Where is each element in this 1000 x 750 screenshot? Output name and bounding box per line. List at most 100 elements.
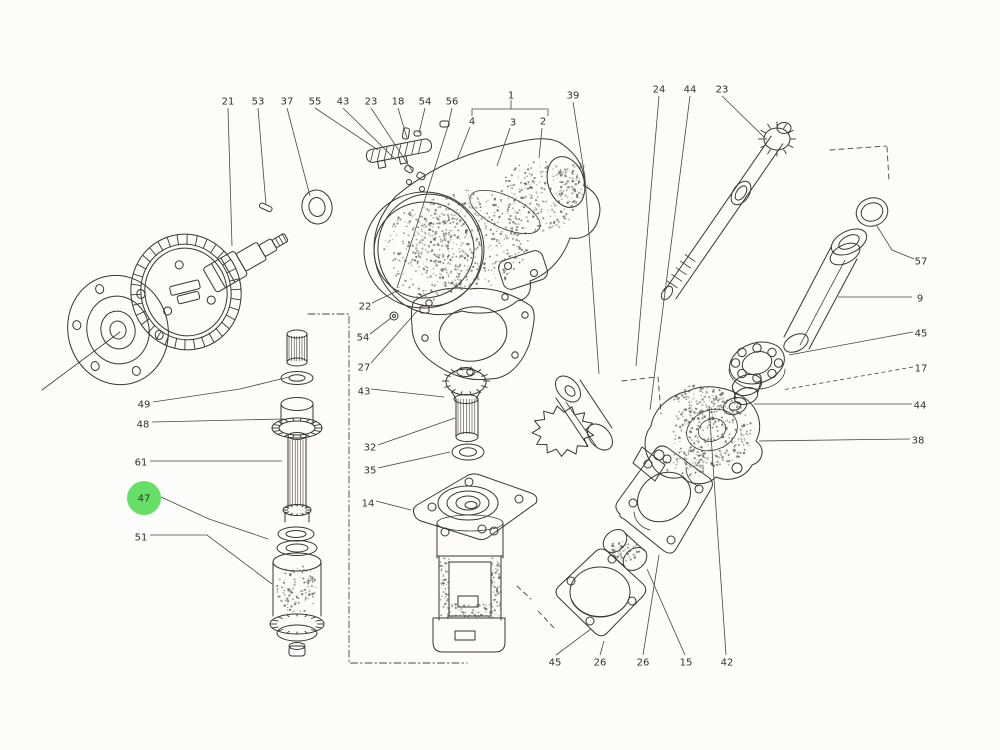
leader-line-18 — [397, 107, 408, 139]
part-main-housing — [373, 138, 601, 316]
leader-line-23 — [370, 107, 414, 173]
part-bearing-flange-14 — [412, 473, 538, 541]
leader-line-27 — [370, 309, 419, 364]
callout-label-26: 26 — [637, 658, 650, 669]
callout-label-56: 56 — [446, 97, 459, 108]
leader-line-43 — [342, 107, 397, 161]
leader-line-45 — [555, 628, 592, 656]
part-cover-plate-lower-26 — [516, 548, 647, 637]
leader-line-22 — [371, 289, 400, 304]
leader-line-55 — [314, 107, 379, 151]
callout-label-14: 14 — [362, 499, 375, 510]
part-housing-38 — [632, 386, 763, 485]
callout-label-61: 61 — [135, 458, 148, 469]
leader-line-26 — [599, 640, 605, 656]
part-snap-ring-57 — [855, 197, 889, 227]
part-breather-and-studs — [365, 120, 450, 192]
callout-label-32: 32 — [364, 443, 377, 454]
callout-label-45: 45 — [915, 329, 928, 340]
callout-label-3: 3 — [510, 118, 516, 129]
callout-label-49: 49 — [138, 400, 151, 411]
callout-label-37: 37 — [281, 97, 294, 108]
leader-line-4 — [456, 126, 471, 161]
part-bevel-pinion-43 — [445, 367, 487, 442]
callout-label-1: 1 — [508, 91, 514, 102]
callout-label-54: 54 — [357, 333, 370, 344]
leader-line-21 — [227, 107, 233, 247]
leader-line-39 — [572, 101, 600, 375]
leader-line-43 — [370, 388, 445, 398]
callout-label-23: 23 — [365, 97, 378, 108]
leader-line-44 — [649, 95, 691, 411]
callout-label-47: 47 — [138, 494, 151, 505]
callout-label-9: 9 — [917, 294, 923, 305]
leader-line-32 — [377, 417, 456, 446]
leader-line-3 — [496, 127, 511, 167]
part-key-pin — [258, 202, 273, 213]
leader-line-49 — [152, 376, 290, 403]
leader-line-57 — [876, 225, 915, 260]
texture-layer — [130, 121, 796, 635]
leader-line-51 — [150, 534, 273, 585]
callout-label-54: 54 — [419, 97, 432, 108]
leader-line-17 — [781, 366, 914, 391]
callout-label-26: 26 — [594, 658, 607, 669]
leader-line-26 — [642, 554, 660, 656]
callout-label-55: 55 — [309, 97, 322, 108]
highlight-circle-47 — [127, 481, 161, 515]
leader-line-15 — [646, 568, 686, 656]
part-washer-35 — [451, 443, 485, 461]
callout-label-48: 48 — [137, 420, 150, 431]
callout-label-42: 42 — [721, 658, 734, 669]
callout-label-44: 44 — [684, 85, 697, 96]
callout-label-24: 24 — [653, 85, 666, 96]
part-sleeve-9 — [783, 228, 868, 353]
leader-line-35 — [377, 451, 451, 469]
leader-line-14 — [375, 500, 412, 511]
callout-label-27: 27 — [358, 363, 371, 374]
callout-label-23: 23 — [716, 85, 729, 96]
leader-line-2 — [538, 127, 543, 159]
leader-line-53 — [257, 107, 267, 206]
part-seal-ring-37 — [301, 189, 333, 225]
leader-line-38 — [758, 438, 911, 442]
callout-label-44: 44 — [914, 401, 927, 412]
callout-label-43: 43 — [337, 97, 350, 108]
construction-lines — [307, 313, 468, 664]
callout-label-43: 43 — [358, 387, 371, 398]
callout-label-4: 4 — [469, 117, 475, 128]
leader-line-45 — [788, 331, 914, 356]
part-input-shaft — [203, 233, 289, 293]
callout-label-17: 17 — [915, 364, 928, 375]
leader-line-24 — [635, 95, 660, 367]
callout-label-18: 18 — [392, 97, 405, 108]
callout-label-22: 22 — [359, 302, 372, 313]
leader-line-54 — [418, 107, 426, 134]
leader-line-23 — [721, 95, 768, 141]
callout-label-53: 53 — [252, 97, 265, 108]
leader-line-56 — [396, 107, 453, 289]
part-bevel-gear — [130, 233, 242, 351]
callout-label-57: 57 — [915, 257, 928, 268]
part-gasket-27 — [389, 287, 535, 381]
part-cover-plate-upper-26 — [615, 445, 713, 554]
part-idler-shaft-group — [269, 329, 325, 657]
callout-label-45: 45 — [549, 658, 562, 669]
leader-line-47 — [160, 496, 269, 540]
callout-label-39: 39 — [567, 91, 580, 102]
callout-label-38: 38 — [912, 436, 925, 447]
callout-label-21: 21 — [222, 97, 235, 108]
leader-line-1 — [471, 108, 549, 116]
leader-line-54 — [369, 317, 392, 335]
callout-label-2: 2 — [540, 117, 546, 128]
callout-label-51: 51 — [135, 533, 148, 544]
part-bearing-45 — [728, 341, 786, 390]
callout-label-15: 15 — [680, 658, 693, 669]
part-speedo-gear-39 — [555, 375, 662, 451]
callout-label-35: 35 — [364, 466, 377, 477]
leader-line-42 — [708, 405, 727, 656]
part-drive-shaft-24 — [660, 122, 890, 301]
